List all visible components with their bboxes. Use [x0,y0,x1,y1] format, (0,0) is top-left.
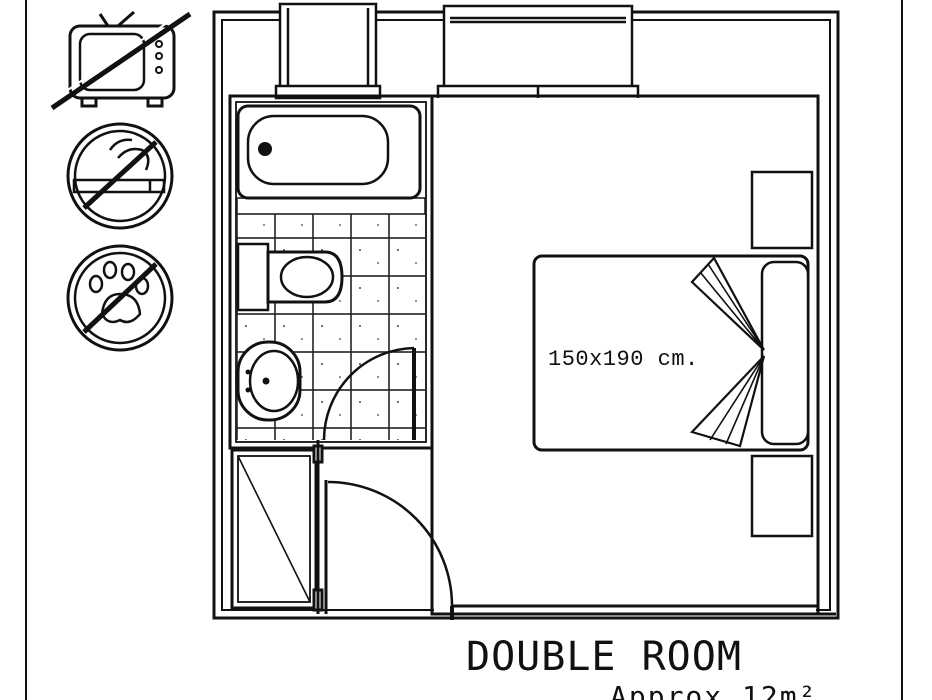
window-left [274,2,382,100]
room-area: Approx 12m² [610,680,817,700]
bathroom-door [322,346,416,441]
closet [230,444,324,612]
nightstand-bottom [750,454,814,538]
no-pets-icon [66,244,174,352]
no-tv-icon [49,9,192,111]
sink [236,340,302,422]
bathroom-walls [228,94,434,450]
no-smoking-icon [66,122,174,230]
bed [532,254,810,452]
bed-size-label: 150x190 cm. [548,347,699,372]
window-right [436,4,640,102]
room-title: DOUBLE ROOM [466,634,742,680]
toilet [236,242,344,312]
nightstand-top [750,170,814,250]
bathtub [236,104,422,200]
